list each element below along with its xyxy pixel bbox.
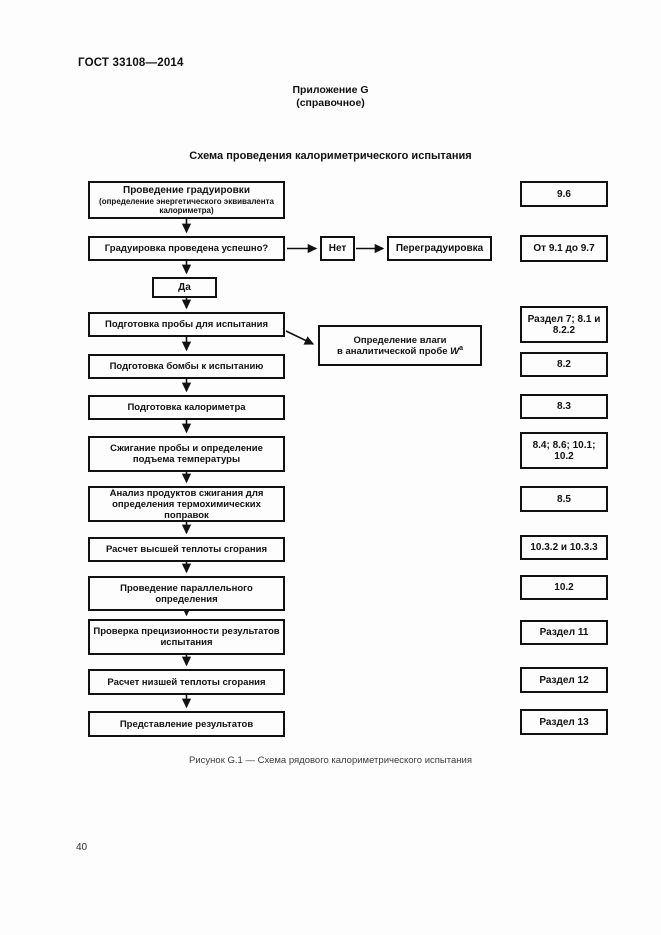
flow-step-combustion: Сжигание пробы и определение подъема тем… xyxy=(88,436,285,472)
flow-step-net-calorific: Расчет низшей теплоты сгорания xyxy=(88,669,285,695)
ref-calibration-check: От 9.1 до 9.7 xyxy=(520,235,608,262)
moisture-symbol: W xyxy=(450,345,460,357)
moisture-superscript: a xyxy=(459,344,464,352)
step-label: Проведение градуировки xyxy=(123,185,250,196)
moisture-line2: в аналитической пробе Wa xyxy=(336,344,464,357)
flow-step-precision-check: Проверка прецизионности результатов испы… xyxy=(88,619,285,655)
flow-step-calorimeter-prep: Подготовка калориметра xyxy=(88,395,285,420)
appendix-heading: Приложение G (справочное) xyxy=(0,84,661,110)
flow-step-results-presentation: Представление результатов xyxy=(88,711,285,737)
ref-gross-calorific: 10.3.2 и 10.3.3 xyxy=(520,535,608,560)
appendix-type: (справочное) xyxy=(296,97,365,109)
ref-net-calorific: Раздел 12 xyxy=(520,667,608,693)
ref-sample-prep: Раздел 7; 8.1 и 8.2.2 xyxy=(520,306,608,343)
figure-title: Схема проведения калориметрического испы… xyxy=(189,150,472,162)
ref-bomb-prep: 8.2 xyxy=(520,352,608,377)
ref-calibration: 9.6 xyxy=(520,181,608,207)
flow-step-sample-prep: Подготовка пробы для испытания xyxy=(88,312,285,337)
step-sublabel: (определение энергетического эквивалента… xyxy=(99,197,274,215)
flow-step-products-analysis: Анализ продуктов сжигания для определени… xyxy=(88,486,285,522)
decision-no-label: Нет xyxy=(320,236,355,261)
doc-standard-number: ГОСТ 33108—2014 xyxy=(78,57,184,69)
flow-step-recalibration: Переградуировка xyxy=(387,236,492,261)
flow-step-calibration-check: Градуировка проведена успешно? xyxy=(88,236,285,261)
ref-parallel-determination: 10.2 xyxy=(520,575,608,600)
flow-step-calibration: Проведение градуировки (определение энер… xyxy=(88,181,285,219)
flow-note-moisture: Определение влаги в аналитической пробе … xyxy=(318,325,482,366)
decision-yes-label: Да xyxy=(152,277,217,298)
flow-step-parallel-determination: Проведение параллельного определения xyxy=(88,576,285,611)
ref-combustion: 8.4; 8.6; 10.1; 10.2 xyxy=(520,432,608,469)
flow-step-bomb-prep: Подготовка бомбы к испытанию xyxy=(88,354,285,379)
ref-precision-check: Раздел 11 xyxy=(520,620,608,645)
ref-products-analysis: 8.5 xyxy=(520,486,608,512)
page-number: 40 xyxy=(76,842,88,853)
flow-step-gross-calorific: Расчет высшей теплоты сгорания xyxy=(88,537,285,562)
moisture-line1: Определение влаги xyxy=(353,334,447,346)
appendix-name: Приложение G xyxy=(292,84,369,96)
ref-calorimeter-prep: 8.3 xyxy=(520,394,608,419)
ref-results-presentation: Раздел 13 xyxy=(520,709,608,735)
figure-caption: Рисунок G.1 — Схема рядового калориметри… xyxy=(189,755,472,766)
